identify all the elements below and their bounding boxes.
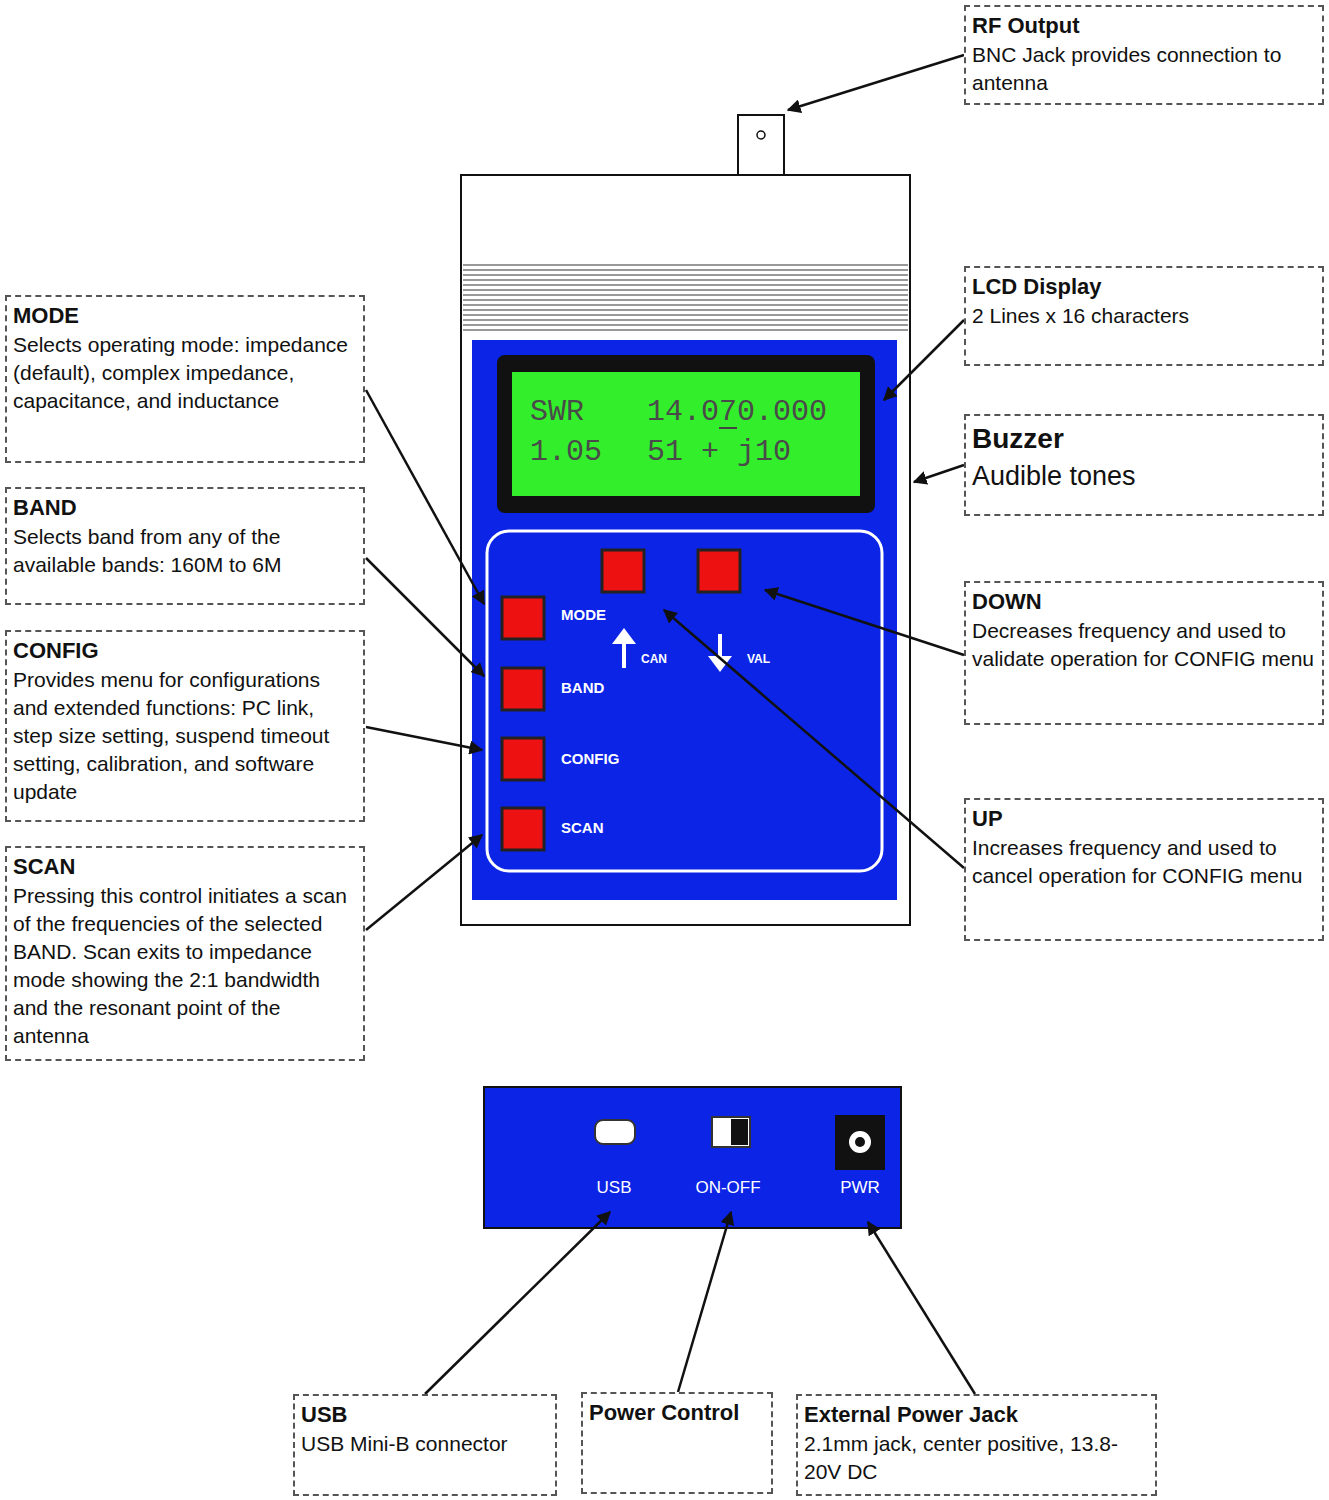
button-label: MODE	[561, 607, 606, 622]
usb-port	[595, 1120, 635, 1144]
bnc-pin	[757, 131, 765, 139]
vent-slot	[463, 264, 908, 266]
vent-slot	[463, 279, 908, 281]
lcd-bezel	[497, 355, 875, 513]
callout-text: Provides menu for configurations and ext…	[13, 666, 357, 806]
bottom-panel	[484, 1087, 901, 1228]
port-label: USB	[597, 1179, 632, 1196]
leader-line	[425, 1212, 610, 1394]
up-button	[602, 550, 644, 592]
callout-heading: DOWN	[972, 587, 1316, 617]
callout-box: RF OutputBNC Jack provides connection to…	[964, 5, 1324, 105]
lcd-text: 51 + j10	[647, 437, 791, 467]
lcd-text: 1.05	[530, 437, 602, 467]
callout-text: 2.1mm jack, center positive, 13.8-20V DC	[804, 1430, 1149, 1486]
leader-line	[664, 610, 964, 868]
callout-heading: Power Control	[589, 1398, 765, 1428]
callout-box: BuzzerAudible tones	[964, 414, 1324, 516]
lcd-cursor	[719, 427, 737, 429]
callout-text: Audible tones	[972, 458, 1316, 494]
switch-lever	[731, 1119, 748, 1145]
config-button	[502, 738, 544, 780]
callout-heading: MODE	[13, 301, 357, 331]
callout-heading: Buzzer	[972, 420, 1316, 458]
lcd-text: 14.070.000	[647, 397, 827, 427]
callout-text: Decreases frequency and used to validate…	[972, 617, 1316, 673]
callout-heading: RF Output	[972, 11, 1316, 41]
down-button	[698, 550, 740, 592]
vent-slots	[463, 265, 908, 330]
bnc-jack	[738, 115, 784, 175]
vent-slot	[463, 269, 908, 271]
leader-line	[366, 835, 482, 930]
keypad-outline	[487, 531, 882, 871]
vent-slot	[463, 294, 908, 296]
arrow-symbols	[612, 628, 732, 672]
button-label: BAND	[561, 680, 604, 695]
jack-ring	[849, 1131, 871, 1153]
callout-box: USBUSB Mini-B connector	[293, 1394, 557, 1496]
callout-text: USB Mini-B connector	[301, 1430, 549, 1458]
leader-line	[366, 727, 482, 750]
leader-line	[366, 390, 484, 604]
port-label: PWR	[840, 1179, 880, 1196]
callout-heading: UP	[972, 804, 1316, 834]
callout-box: SCANPressing this control initiates a sc…	[5, 846, 365, 1061]
vent-slot	[463, 319, 908, 321]
housing	[461, 175, 910, 925]
port-label: ON-OFF	[695, 1179, 760, 1196]
callout-text: Selects band from any of the available b…	[13, 523, 357, 579]
callout-heading: CONFIG	[13, 636, 357, 666]
callout-box: UPIncreases frequency and used to cancel…	[964, 798, 1324, 941]
callout-box: BANDSelects band from any of the availab…	[5, 487, 365, 605]
callout-box: DOWNDecreases frequency and used to vali…	[964, 581, 1324, 725]
button-label: CONFIG	[561, 751, 619, 766]
vent-slot	[463, 274, 908, 276]
front-panel	[472, 340, 897, 900]
vent-slot	[463, 304, 908, 306]
power-switch	[712, 1117, 750, 1147]
callout-text: BNC Jack provides connection to antenna	[972, 41, 1316, 97]
callout-text: Selects operating mode: impedance (defau…	[13, 331, 357, 415]
callout-box: CONFIGProvides menu for configurations a…	[5, 630, 365, 822]
button-label: CAN	[641, 653, 667, 665]
callout-text: Increases frequency and used to cancel o…	[972, 834, 1316, 890]
band-button	[502, 668, 544, 710]
buttons	[502, 550, 740, 850]
vent-slot	[463, 289, 908, 291]
leader-line	[788, 55, 964, 110]
power-jack	[835, 1115, 885, 1170]
callout-heading: LCD Display	[972, 272, 1316, 302]
leader-line	[678, 1212, 731, 1392]
leader-line	[914, 465, 964, 482]
vent-slot	[463, 284, 908, 286]
mode-button	[502, 597, 544, 639]
button-label: VAL	[747, 653, 770, 665]
vent-slot	[463, 299, 908, 301]
callout-text: Pressing this control initiates a scan o…	[13, 882, 357, 1050]
vent-slot	[463, 309, 908, 311]
lcd-screen	[512, 372, 860, 496]
jack-pin	[855, 1137, 865, 1147]
leader-line	[884, 320, 964, 400]
callout-box: LCD Display2 Lines x 16 characters	[964, 266, 1324, 366]
leader-line	[765, 590, 964, 655]
callout-heading: BAND	[13, 493, 357, 523]
button-label: SCAN	[561, 820, 604, 835]
callout-heading: USB	[301, 1400, 549, 1430]
callout-box: External Power Jack2.1mm jack, center po…	[796, 1394, 1157, 1496]
callout-box: MODESelects operating mode: impedance (d…	[5, 295, 365, 463]
leader-line	[868, 1222, 975, 1394]
callout-heading: External Power Jack	[804, 1400, 1149, 1430]
callout-text: 2 Lines x 16 characters	[972, 302, 1316, 330]
lcd-text: SWR	[530, 397, 584, 427]
callout-box: Power Control	[581, 1392, 773, 1494]
leader-lines	[366, 55, 975, 1394]
leader-line	[366, 558, 484, 676]
vent-slot	[463, 329, 908, 331]
scan-button	[502, 808, 544, 850]
vent-slot	[463, 324, 908, 326]
callout-heading: SCAN	[13, 852, 357, 882]
vent-slot	[463, 314, 908, 316]
